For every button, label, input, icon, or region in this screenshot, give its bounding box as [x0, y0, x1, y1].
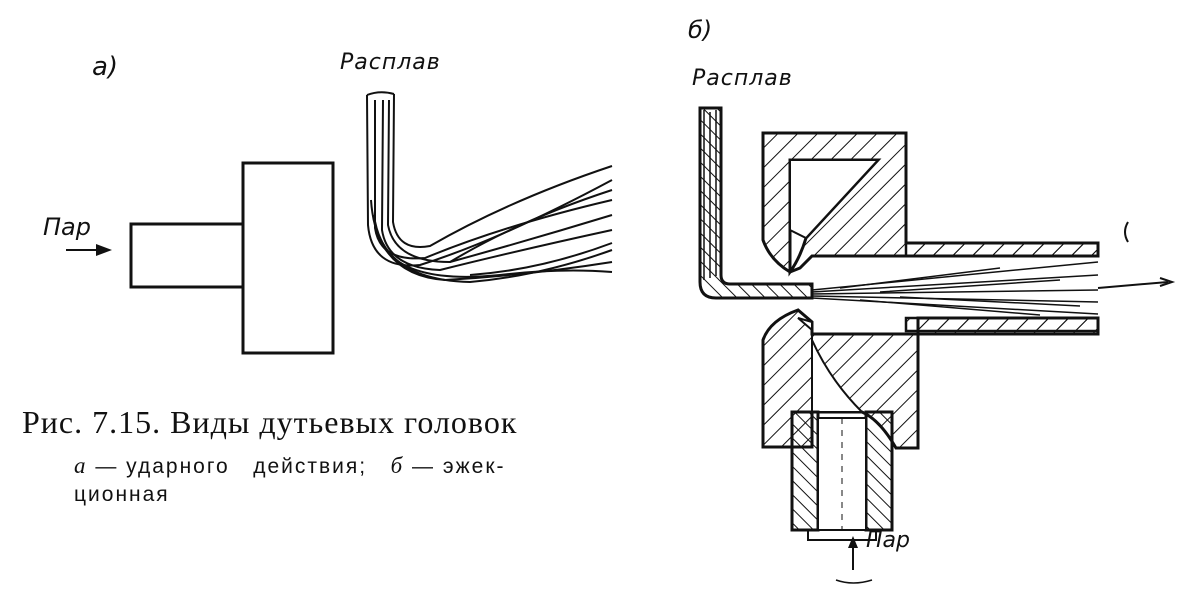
- outlet-tube-b: [904, 241, 1100, 258]
- steam-label-a: Пар: [43, 213, 91, 241]
- caption-line-1: а — ударного действия; б — эжек-: [74, 452, 506, 481]
- caption-letter-a: а: [74, 453, 88, 478]
- steam-pipe-a: [129, 222, 245, 289]
- melt-tube-b: [698, 106, 814, 300]
- nozzle-block-a: [241, 161, 335, 355]
- panel-a-label: а): [92, 52, 119, 82]
- jet-stream-b: [811, 261, 1176, 316]
- caption-letter-b: б: [390, 453, 405, 478]
- melt-stream-a: [366, 91, 613, 284]
- steam-arrow-b: [835, 536, 873, 584]
- melt-label-a: Расплав: [340, 50, 441, 75]
- caption-text-a: — ударного действия;: [87, 455, 391, 478]
- steam-inlet-b: [790, 410, 894, 541]
- panel-b: [698, 106, 1176, 584]
- figure-caption-title: Рис. 7.15. Виды дутьевых головок: [22, 404, 518, 440]
- steam-label-b: Пар: [866, 528, 910, 553]
- panel-b-label: б): [688, 16, 713, 44]
- caption-text-b: — эжек-: [404, 455, 506, 478]
- steam-arrow-a: [66, 244, 112, 256]
- caption-line-2: ционная: [74, 483, 170, 506]
- panel-a: [66, 91, 613, 355]
- melt-label-b: Расплав: [692, 66, 793, 91]
- figure-caption-body: а — ударного действия; б — эжек- ционная: [74, 452, 506, 509]
